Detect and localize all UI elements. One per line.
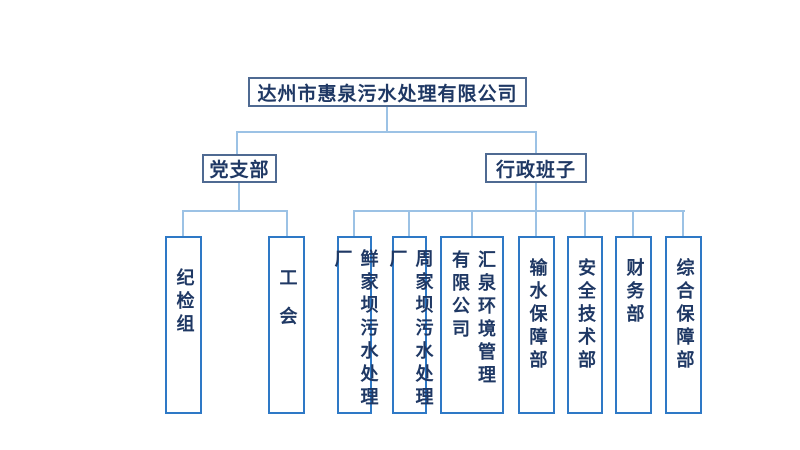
connector-dept-drop-2 — [286, 210, 288, 237]
dept-label: 综合保障部 — [673, 258, 695, 373]
connector-admin-stem — [535, 182, 537, 212]
org-node-safety-technology: 安全技术部 — [567, 236, 603, 414]
connector-level1-bar — [236, 131, 537, 133]
org-node-xianjiaba-plant: 鲜家坝污水处理厂 — [332, 236, 379, 414]
dept-label: 周家坝污水处理厂 — [386, 249, 434, 410]
dept-label: 汇泉环境管理 有限公司 — [449, 250, 496, 388]
org-node-finance: 财务部 — [615, 236, 652, 414]
org-node-huiquan-environment-company: 汇泉环境管理 有限公司 — [440, 236, 504, 414]
org-node-water-delivery-support: 输水保障部 — [518, 236, 555, 414]
connector-dept-drop-7 — [584, 210, 586, 237]
org-node-zhoujiaba-plant: 周家坝污水处理厂 — [387, 236, 434, 414]
org-node-party-branch: 党支部 — [202, 154, 277, 183]
dept-label: 输水保障部 — [526, 258, 548, 373]
connector-dept-drop-4 — [408, 210, 410, 237]
connector-dept-drop-9 — [682, 210, 684, 237]
connector-dept-drop-6 — [535, 210, 537, 237]
dept-label: 工会 — [276, 268, 298, 346]
connector-party-drop — [236, 131, 238, 155]
connector-dept-drop-5 — [471, 210, 473, 237]
org-node-labor-union: 工会 — [268, 236, 305, 414]
dept-label: 安全技术部 — [575, 258, 596, 373]
connector-admin-drop — [535, 131, 537, 154]
org-node-discipline-inspection: 纪检组 — [165, 236, 202, 414]
connector-party-bar — [182, 210, 288, 212]
connector-dept-drop-8 — [632, 210, 634, 237]
connector-dept-drop-1 — [182, 210, 184, 237]
dept-label: 财务部 — [623, 258, 645, 327]
dept-label: 纪检组 — [173, 268, 195, 337]
connector-admin-bar — [353, 210, 685, 212]
org-node-root: 达州市惠泉污水处理有限公司 — [248, 77, 527, 107]
connector-dept-drop-3 — [353, 210, 355, 237]
org-node-admin-team: 行政班子 — [485, 153, 587, 183]
org-node-general-support: 综合保障部 — [665, 236, 702, 414]
dept-label: 鲜家坝污水处理厂 — [331, 249, 379, 410]
connector-party-stem — [238, 182, 240, 212]
connector-root-stem — [386, 106, 388, 133]
